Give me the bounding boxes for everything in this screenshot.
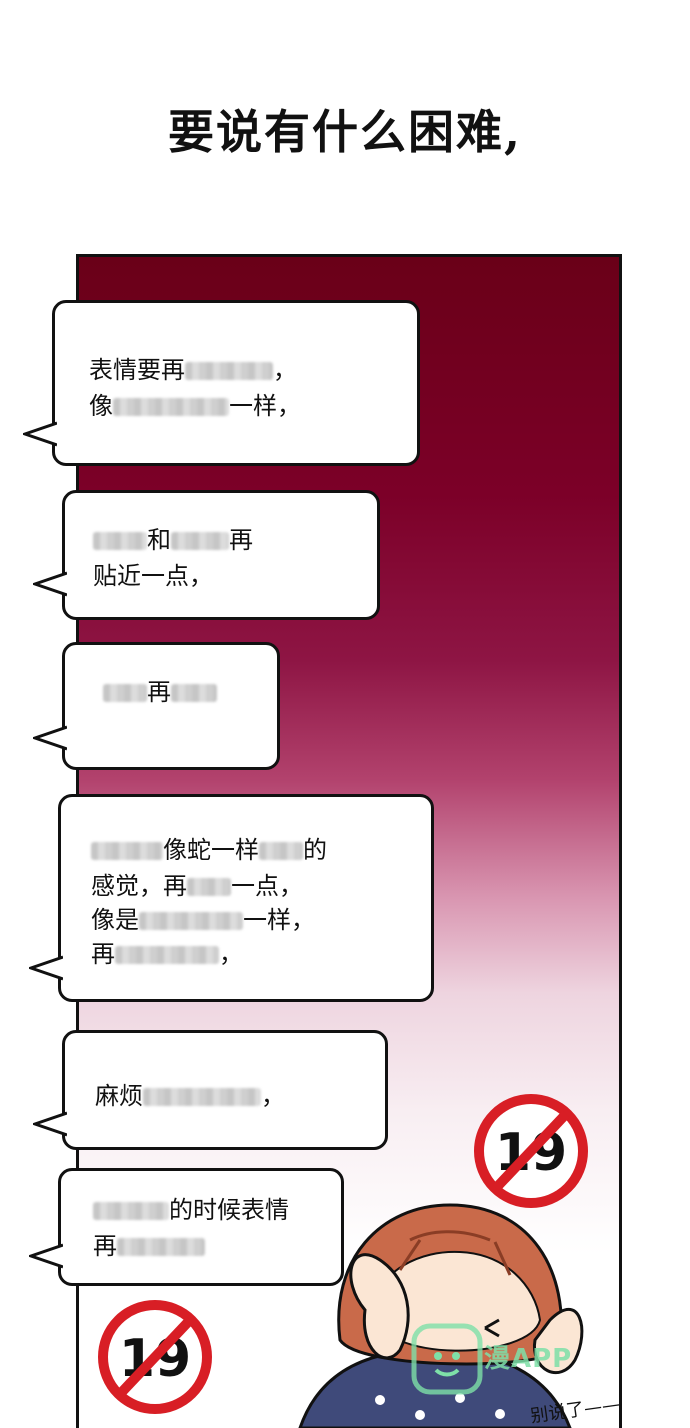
censored-text <box>171 684 217 702</box>
censored-text <box>259 842 303 860</box>
bubble-line: 像是一样， <box>91 906 315 934</box>
bubble-line: 和再 <box>93 523 253 558</box>
bubble-line: 再 <box>103 675 217 710</box>
bubble-line: 表情要再， <box>89 356 297 384</box>
bubble-line: 像一样， <box>89 392 301 420</box>
censored-text <box>93 1202 169 1220</box>
speech-bubble-6: 的时候表情 再 <box>29 1168 344 1286</box>
bubble-tail <box>33 1111 67 1137</box>
bubble-tail <box>29 955 63 981</box>
censored-text <box>115 946 219 964</box>
censored-text <box>93 532 147 550</box>
bubble-line: 贴近一点， <box>93 562 213 590</box>
censored-text <box>171 532 229 550</box>
speech-bubble-4: 像蛇一样的 感觉，再一点， 像是一样， 再， <box>29 794 434 1002</box>
censored-text <box>113 398 229 416</box>
bubble-line: 的时候表情 <box>93 1193 289 1228</box>
caption-text: 要说有什么困难, <box>167 105 522 159</box>
censored-text <box>187 878 231 896</box>
censored-text <box>143 1088 261 1106</box>
censored-text <box>91 842 163 860</box>
bubble-tail <box>29 1243 63 1269</box>
watermark-text: 漫APP <box>484 1344 573 1374</box>
censored-text <box>185 362 273 380</box>
bubble-line: 感觉，再一点， <box>91 872 303 900</box>
bubble-line: 像蛇一样的 <box>91 833 327 868</box>
watermark-logo-icon <box>411 1323 483 1395</box>
bubble-line: 再， <box>91 940 243 968</box>
censored-text <box>117 1238 205 1256</box>
no-under-19-icon: 19 <box>474 1094 588 1208</box>
bubble-tail <box>23 421 57 447</box>
bubble-line: 再 <box>93 1229 205 1264</box>
speech-bubble-5: 麻烦， <box>33 1030 388 1150</box>
speech-bubble-3: 再 <box>33 642 280 770</box>
bubble-tail <box>33 725 67 751</box>
censored-text <box>139 912 243 930</box>
censored-text <box>103 684 147 702</box>
bubble-line: 麻烦， <box>95 1082 285 1110</box>
bubble-tail <box>33 571 67 597</box>
speech-bubble-1: 表情要再， 像一样， <box>23 300 420 466</box>
girl-covering-face-illustration <box>298 1203 584 1428</box>
no-under-19-icon: 19 <box>98 1300 212 1414</box>
speech-bubble-2: 和再 贴近一点， <box>33 490 380 620</box>
